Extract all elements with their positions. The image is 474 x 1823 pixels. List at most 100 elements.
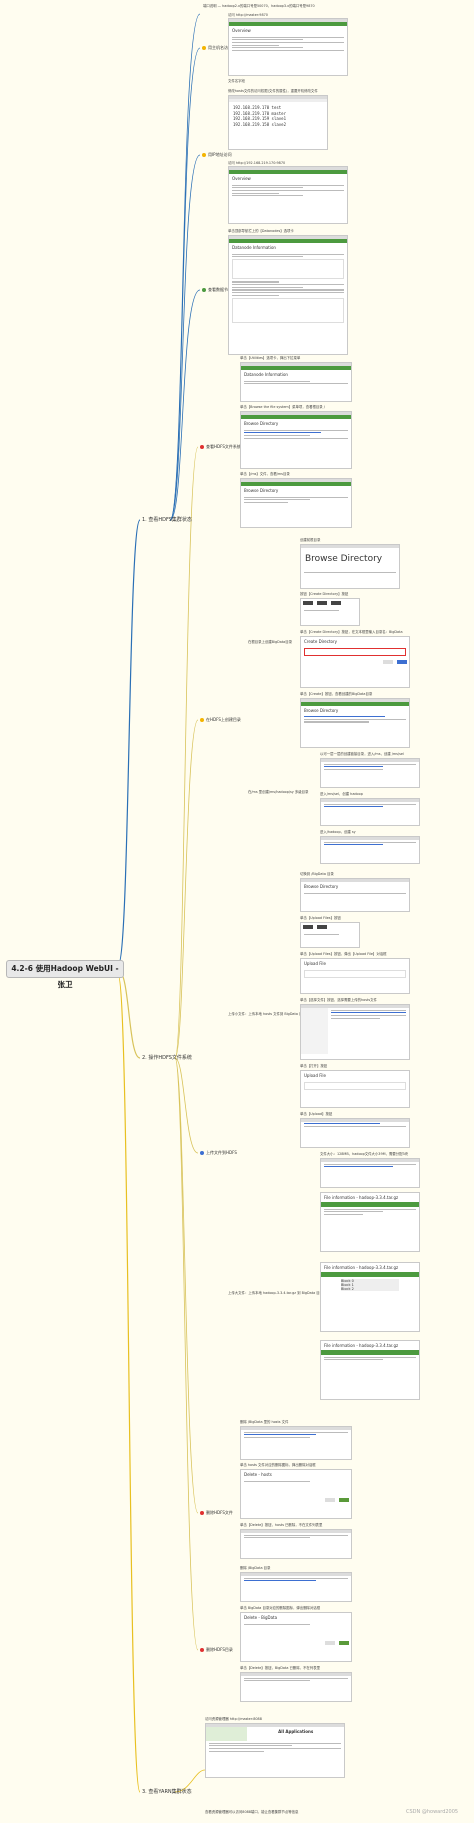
marker-icon bbox=[200, 1511, 204, 1515]
browse-title: Browse Directory bbox=[304, 884, 339, 889]
marker-icon bbox=[202, 288, 206, 292]
cancel-button bbox=[325, 1640, 335, 1645]
node-upload: 上传文件到HDFS bbox=[198, 1150, 239, 1155]
screenshot-browse-ms: Browse Directory bbox=[240, 478, 352, 528]
note-filename: 文件名字段 bbox=[228, 79, 245, 83]
file-info-title: File information - hadoop-3.3.4.tar.gz bbox=[324, 1265, 399, 1270]
screenshot-sy bbox=[320, 836, 420, 864]
screenshot-delete-dir-list bbox=[240, 1572, 352, 1602]
screenshot-delete-list bbox=[240, 1426, 352, 1460]
cancel-button bbox=[325, 1497, 335, 1502]
create-button bbox=[397, 660, 407, 664]
datanode-title: Datanode Information bbox=[244, 372, 288, 377]
screenshot-overview-ip: Overview bbox=[228, 166, 348, 224]
note-sub-multi: 在/ms 里创建/ms/hadoop/sy 多级目录 bbox=[248, 790, 309, 794]
note-sub-bigdata: 在根目录上创建BigData目录 bbox=[248, 640, 293, 644]
datanode-title: Datanode Information bbox=[232, 245, 276, 250]
node-delete-dir: 删除HDFS目录 bbox=[198, 1647, 235, 1652]
screenshot-ms-sel bbox=[320, 758, 420, 788]
screenshot-utilities: Datanode Information bbox=[240, 362, 352, 402]
block-option: Block 0 bbox=[341, 1279, 354, 1283]
note-ms-sel: 以可一层一层的创建链接目录，进入/ms，创建 /ms/sel bbox=[320, 752, 404, 756]
marker-icon bbox=[200, 445, 204, 449]
screenshot-yarn: All Applications bbox=[205, 1723, 345, 1778]
note-hosts: 修改hosts文件的访问权限(文件的属性)，重要开机修改文件 bbox=[228, 89, 318, 93]
marker-icon bbox=[200, 1151, 204, 1155]
screenshot-uploaded bbox=[300, 1118, 410, 1148]
screenshot-deleted bbox=[240, 1529, 352, 1559]
block-option: Block 2 bbox=[341, 1287, 354, 1291]
root-topic: 4.2-6 使用Hadoop WebUI - 张卫 bbox=[6, 960, 124, 989]
upload-icon bbox=[317, 601, 327, 605]
folder-icon bbox=[303, 925, 313, 929]
branch-hdfs-ops: 2. 操作HDFS文件系统 bbox=[142, 1055, 192, 1061]
screenshot-dir-deleted bbox=[240, 1672, 352, 1702]
screenshot-file-chooser bbox=[300, 1004, 410, 1060]
marker-icon bbox=[202, 46, 206, 50]
upload-title: Upload File bbox=[304, 1073, 326, 1078]
hosts-row: 192.168.219.170 test bbox=[233, 105, 282, 110]
screenshot-create-btn bbox=[300, 598, 360, 626]
note-input-dir: 单击【Create Directory】按钮，在文本框里输入目录名：BigDat… bbox=[300, 630, 403, 634]
branch-yarn-status: 3. 查看YARN集群状态 bbox=[142, 1789, 192, 1795]
screenshot-open: Upload File bbox=[300, 1070, 410, 1108]
delete-button bbox=[339, 1640, 349, 1645]
screenshot-file-info-3: File information - hadoop-3.3.4.tar.gz bbox=[320, 1340, 420, 1400]
cancel-button bbox=[383, 660, 393, 664]
marker-icon bbox=[202, 153, 206, 157]
hosts-row: 192.168.219.159 slave1 bbox=[233, 116, 286, 121]
note-choose-file: 单击【选择文件】按钮，选择需要上传的hosts文件 bbox=[300, 998, 377, 1002]
marker-icon bbox=[200, 718, 204, 722]
browse-title: Browse Directory bbox=[305, 554, 383, 564]
note-created: 单击【Create】按钮，查看创建的BigData目录 bbox=[300, 692, 373, 696]
screenshot-upload-btn bbox=[300, 922, 360, 948]
upload-icon bbox=[317, 925, 327, 929]
screenshot-browse-root: Browse Directory bbox=[240, 411, 352, 469]
node-label: 用主机名访问 bbox=[208, 45, 232, 50]
file-info-title: File information - hadoop-3.3.4.tar.gz bbox=[324, 1343, 399, 1348]
screenshot-big-listing bbox=[320, 1158, 420, 1188]
delete-title: Delete - hosts bbox=[244, 1472, 272, 1477]
note-datanodes: 单击顶部导航栏上的【Datanodes】选项卡 bbox=[228, 229, 294, 233]
note-create-btn: 按钮【Create Directory】按钮 bbox=[300, 592, 349, 596]
screenshot-file-info-2: File information - hadoop-3.3.4.tar.gz B… bbox=[320, 1262, 420, 1332]
note-ms: 单击【/ms】文件，查看/ms目录 bbox=[240, 472, 290, 476]
node-label: 查看HDFS文件系统 bbox=[206, 444, 241, 449]
yarn-title: All Applications bbox=[278, 1729, 314, 1734]
screenshot-hosts-file: 192.168.219.170 test 192.168.219.170 mas… bbox=[228, 95, 328, 150]
node-label: 用IP地址访问 bbox=[208, 152, 232, 157]
note-delete-hosts: 删除 /BigData 里的 hosts 文件 bbox=[240, 1420, 289, 1424]
note-browse: 单击【Browse the file system】菜单项，查看根目录 / bbox=[240, 405, 325, 409]
screenshot-browse-big: Browse Directory bbox=[300, 544, 400, 589]
screenshot-datanodes: Datanode Information bbox=[228, 235, 348, 355]
delete-button bbox=[339, 1497, 349, 1502]
note-upload-btn: 单击【Upload Files】按钮 bbox=[300, 916, 341, 920]
node-label: 删除HDFS文件 bbox=[206, 1510, 233, 1515]
file-info-title: File information - hadoop-3.3.4.tar.gz bbox=[324, 1195, 399, 1200]
browse-title: Browse Directory bbox=[244, 488, 279, 493]
node-label: 删除HDFS目录 bbox=[206, 1647, 233, 1652]
screenshot-hadoop bbox=[320, 798, 420, 826]
cut-icon bbox=[331, 601, 341, 605]
node-hostname-access: 用主机名访问 bbox=[200, 45, 234, 50]
screenshot-delete-dir-dialog: Delete - BigData bbox=[240, 1612, 352, 1662]
node-datanodes: 查看数据节点 bbox=[200, 287, 234, 292]
note-deleted: 单击【Delete】按钮，hosts 已删除，不在文件列表里 bbox=[240, 1523, 323, 1527]
note-delete-bigdata: 删除 /BigData 目录 bbox=[240, 1566, 271, 1570]
block-option: Block 1 bbox=[341, 1283, 354, 1287]
node-delete-file: 删除HDFS文件 bbox=[198, 1510, 235, 1515]
node-label: 上传文件到HDFS bbox=[206, 1150, 237, 1155]
note-utilities: 单击【Utilities】选项卡，弹出下拉菜单 bbox=[240, 356, 301, 360]
note-small-file: 上传小文件：上传本地 hosts 文件到 BigData 目录 bbox=[228, 1012, 306, 1016]
overview-title: Overview bbox=[232, 28, 251, 33]
node-create-dir: 在HDFS上创建目录 bbox=[198, 717, 243, 722]
screenshot-overview: Overview bbox=[228, 18, 348, 76]
screenshot-bigdata: Browse Directory bbox=[300, 878, 410, 912]
screenshot-delete-dialog: Delete - hosts bbox=[240, 1469, 352, 1519]
folder-icon bbox=[303, 601, 313, 605]
note-switch-bigdata: 切换到 /BigData 目录 bbox=[300, 872, 334, 876]
screenshot-upload-dialog: Upload File bbox=[300, 958, 410, 994]
port-note: 端口说明 — hadoop2.x的端口号是50070，hadoop3.x的端口号… bbox=[203, 4, 315, 8]
screenshot-file-info-1: File information - hadoop-3.3.4.tar.gz bbox=[320, 1192, 420, 1252]
